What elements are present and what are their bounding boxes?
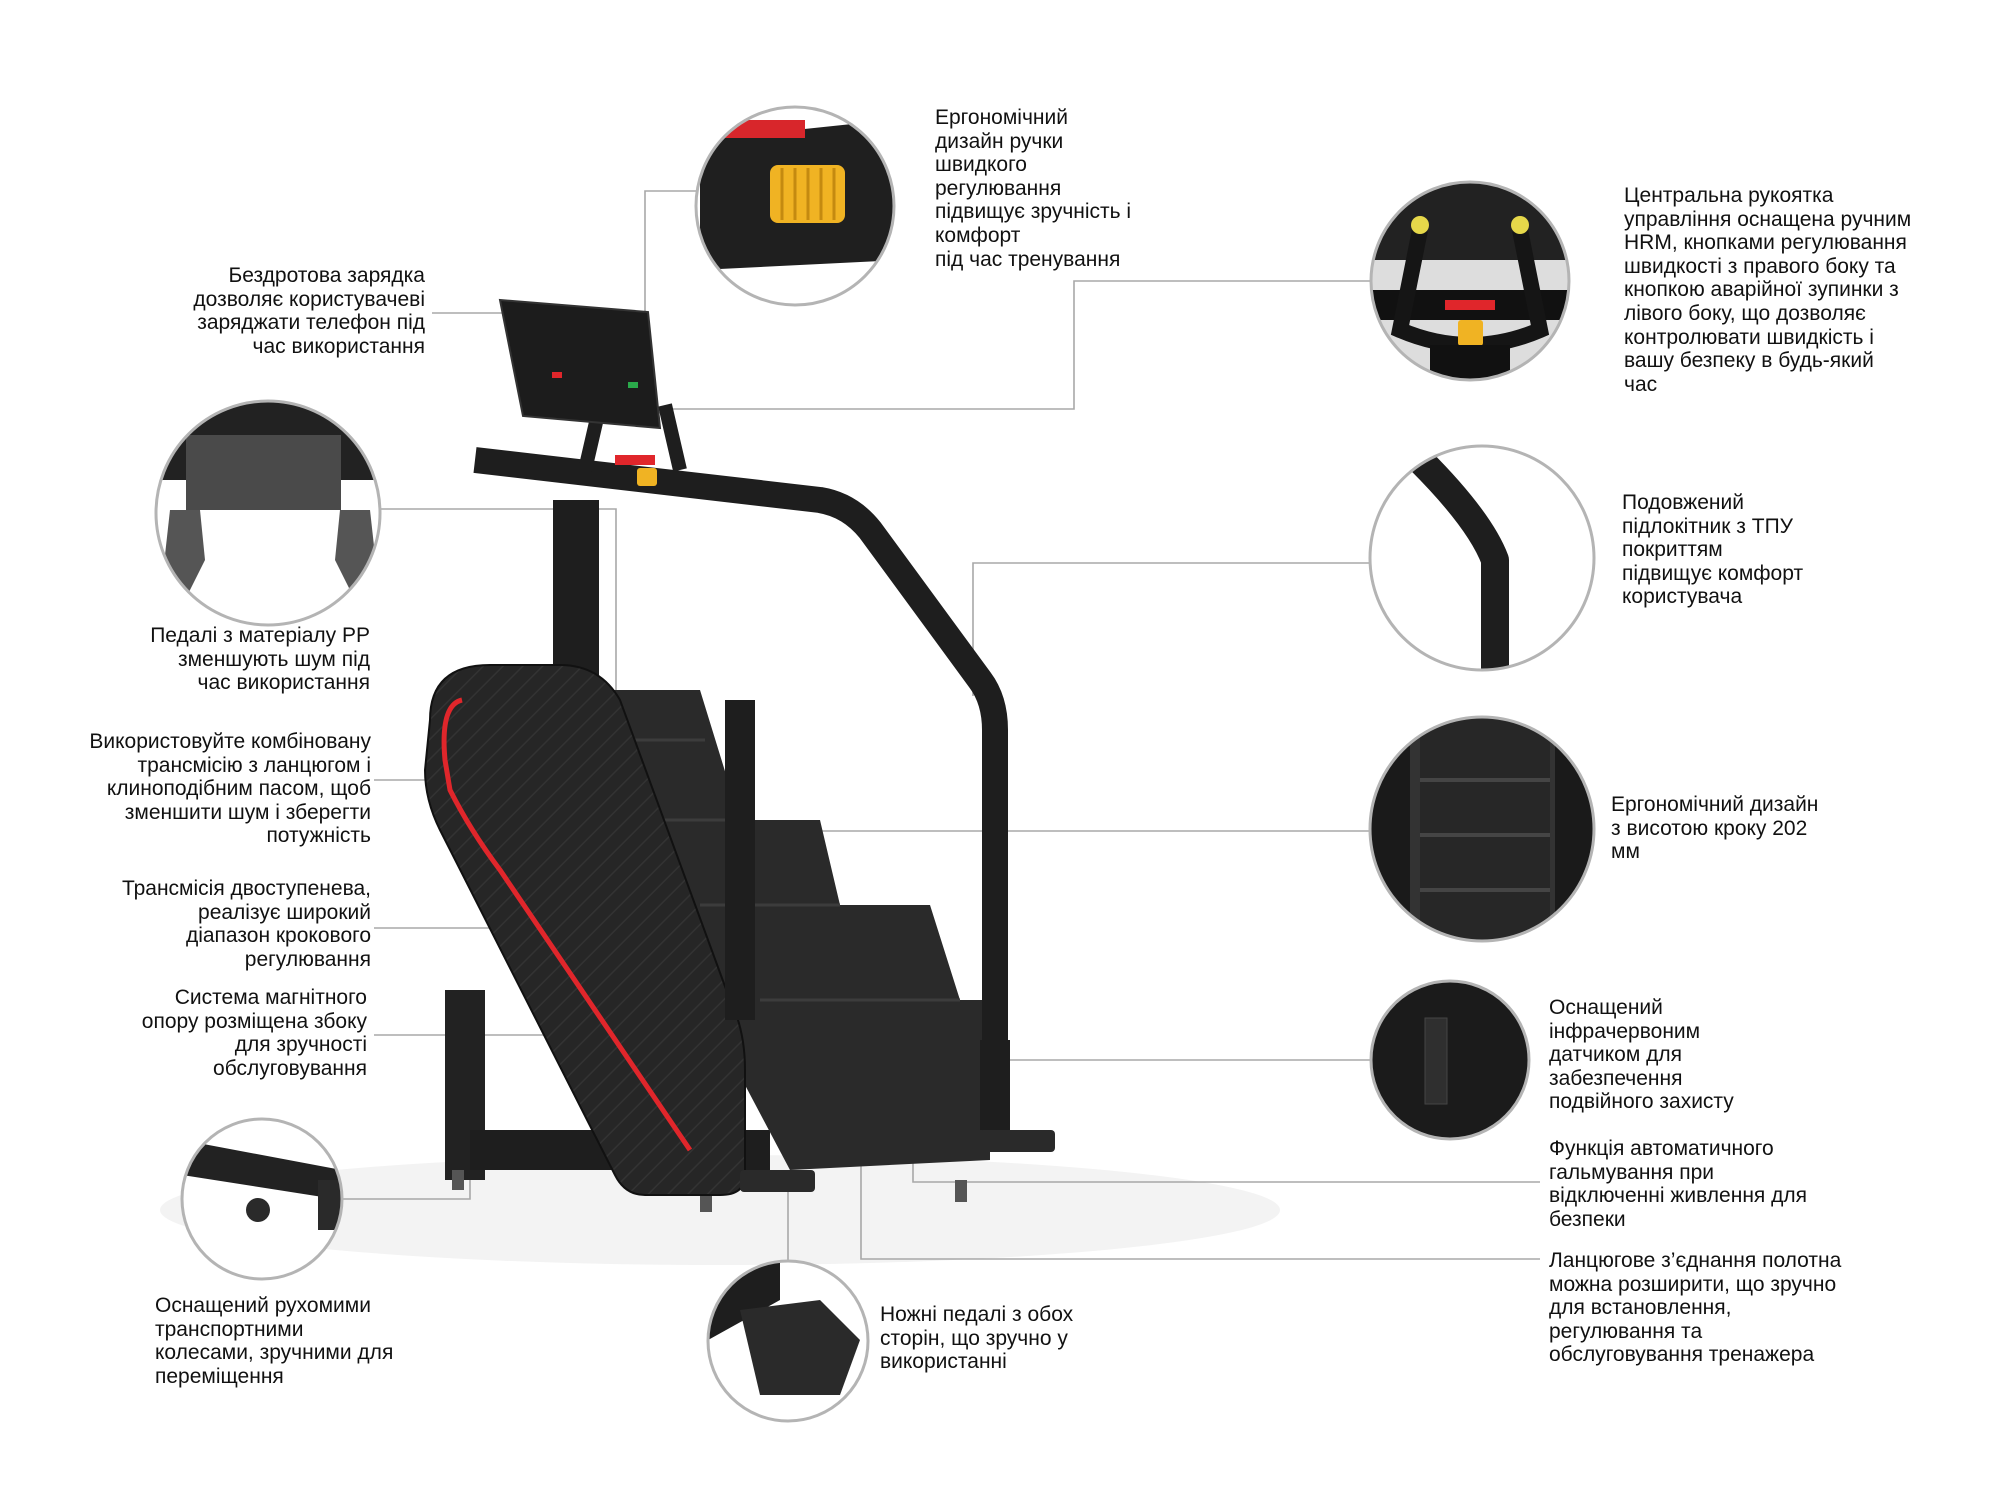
callout-wireless-charging: Бездротова зарядка дозволяє користувачев… (193, 264, 425, 358)
callout-two-stage-transmission: Трансмісія двоступенева, реалізує широки… (121, 877, 371, 971)
detail-pp-pedals (154, 399, 382, 627)
leader-line-chain (860, 1134, 1540, 1260)
detail-armrest (1368, 444, 1596, 672)
callout-infrared-sensor: Оснащений інфрачервоним датчиком для заб… (1549, 996, 1734, 1114)
callout-foot-pedals: Ножні педалі з обох сторін, що зручно у … (880, 1303, 1074, 1374)
leader-line-pp-pedals (381, 508, 617, 748)
callout-combined-transmission: Використовуйте комбіновану трансмісію з … (89, 730, 371, 848)
leader-line-step-height (792, 830, 1370, 902)
detail-quick-adjust-handle (694, 105, 896, 307)
detail-transport-wheels (180, 1117, 344, 1281)
callout-step-height: Ергономічний дизайн з висотою кроку 202 … (1611, 793, 1819, 864)
detail-central-handle (1369, 180, 1571, 382)
callout-magnetic-resistance: Система магнітного опору розміщена збоку… (141, 986, 367, 1080)
callout-chain-link: Ланцюгове з’єднання полотна можна розшир… (1549, 1249, 1842, 1367)
detail-foot-pedals (706, 1259, 870, 1423)
stair-steps (600, 690, 990, 1170)
detail-infrared-sensor (1369, 979, 1531, 1141)
callout-central-handle: Центральна рукоятка управління оснащена … (1624, 184, 1912, 396)
callout-quick-adjust-handle: Ергономічний дизайн ручки швидкого регул… (935, 106, 1132, 271)
stair-climber-machine (423, 298, 1055, 1212)
callout-transport-wheels: Оснащений рухомими транспортними колесам… (155, 1294, 394, 1388)
detail-step-height (1368, 715, 1596, 943)
console-display (498, 298, 662, 430)
leader-line-central-handle (670, 280, 1373, 410)
leader-line-armrest (972, 562, 1370, 696)
callout-auto-brake: Функція автоматичного гальмування при ві… (1549, 1137, 1808, 1231)
callout-pp-pedals: Педалі з матеріалу PP зменшують шум під … (150, 624, 370, 695)
red-accent-stripe (441, 697, 693, 1152)
callout-armrest: Подовжений підлокітник з ТПУ покриттям п… (1622, 491, 1804, 609)
handrail (473, 447, 1008, 1040)
side-panel (423, 664, 746, 1196)
rear-column (553, 500, 599, 680)
